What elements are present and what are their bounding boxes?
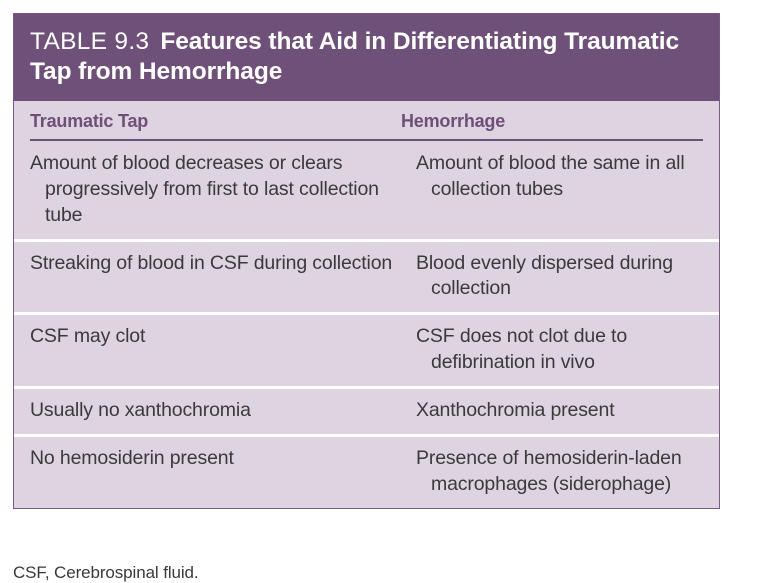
table-number-label: TABLE 9.3 (30, 28, 150, 55)
column-header-row: Traumatic Tap Hemorrhage (14, 101, 719, 139)
table-body: Traumatic Tap Hemorrhage Amount of blood… (14, 100, 719, 508)
table-footnote: CSF, Cerebrospinal fluid. (13, 563, 199, 582)
cell-traumatic-tap: Amount of blood decreases or clears prog… (30, 151, 379, 226)
table-row: Amount of blood decreases or clears prog… (14, 141, 719, 239)
cell-traumatic-tap: No hemosiderin present (30, 447, 234, 470)
cell-hemorrhage: Xanthochromia present (416, 399, 615, 422)
cell-hemorrhage: Blood evenly dispersed during collection (416, 251, 673, 300)
cell-traumatic-tap: CSF may clot (30, 325, 146, 348)
cell-traumatic-tap: Streaking of blood in CSF during collect… (30, 251, 393, 274)
table-row: No hemosiderin present Presence of hemos… (14, 434, 719, 508)
cell-hemorrhage: CSF does not clot due to defibrination i… (416, 325, 628, 374)
cell-hemorrhage: Presence of hemosiderin-laden macrophage… (416, 447, 682, 496)
table-row: Usually no xanthochromia Xanthochromia p… (14, 386, 719, 434)
cell-traumatic-tap: Usually no xanthochromia (30, 399, 251, 422)
cell-hemorrhage: Amount of blood the same in all collecti… (416, 151, 685, 200)
column-header-hemorrhage: Hemorrhage (401, 110, 506, 131)
table-row: Streaking of blood in CSF during collect… (14, 238, 719, 313)
table-row: CSF may clot CSF does not clot due to de… (14, 312, 719, 386)
column-header-traumatic-tap: Traumatic Tap (30, 110, 149, 131)
table-title-text: Features that Aid in Differentiating Tra… (30, 28, 679, 85)
column-header-rule (30, 138, 703, 141)
